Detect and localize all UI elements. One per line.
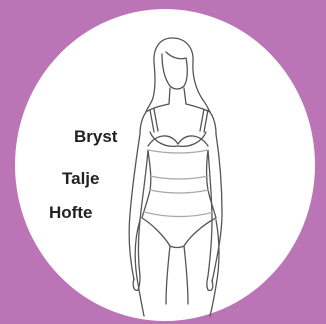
right-strap xyxy=(200,109,204,131)
bust-label: Bryst xyxy=(74,127,117,147)
hip-label: Hofte xyxy=(49,203,92,223)
neck-left xyxy=(169,88,170,104)
left-strap xyxy=(150,110,154,132)
right-shoulder xyxy=(186,104,216,134)
right-strap-2 xyxy=(204,110,208,132)
left-strap-2 xyxy=(154,109,158,131)
waist-band xyxy=(150,176,208,179)
right-leg-inner xyxy=(184,246,188,304)
hair-outline xyxy=(146,38,210,112)
left-leg-inner xyxy=(166,246,170,304)
briefs-outline xyxy=(142,218,216,248)
face-outline xyxy=(162,52,187,89)
left-shoulder xyxy=(140,104,169,134)
bust-band xyxy=(148,150,208,153)
neck-right xyxy=(184,88,186,104)
waist-band-2 xyxy=(150,190,208,193)
right-hand xyxy=(207,276,213,291)
hip-band xyxy=(144,212,214,217)
waist-label: Talje xyxy=(62,169,99,189)
